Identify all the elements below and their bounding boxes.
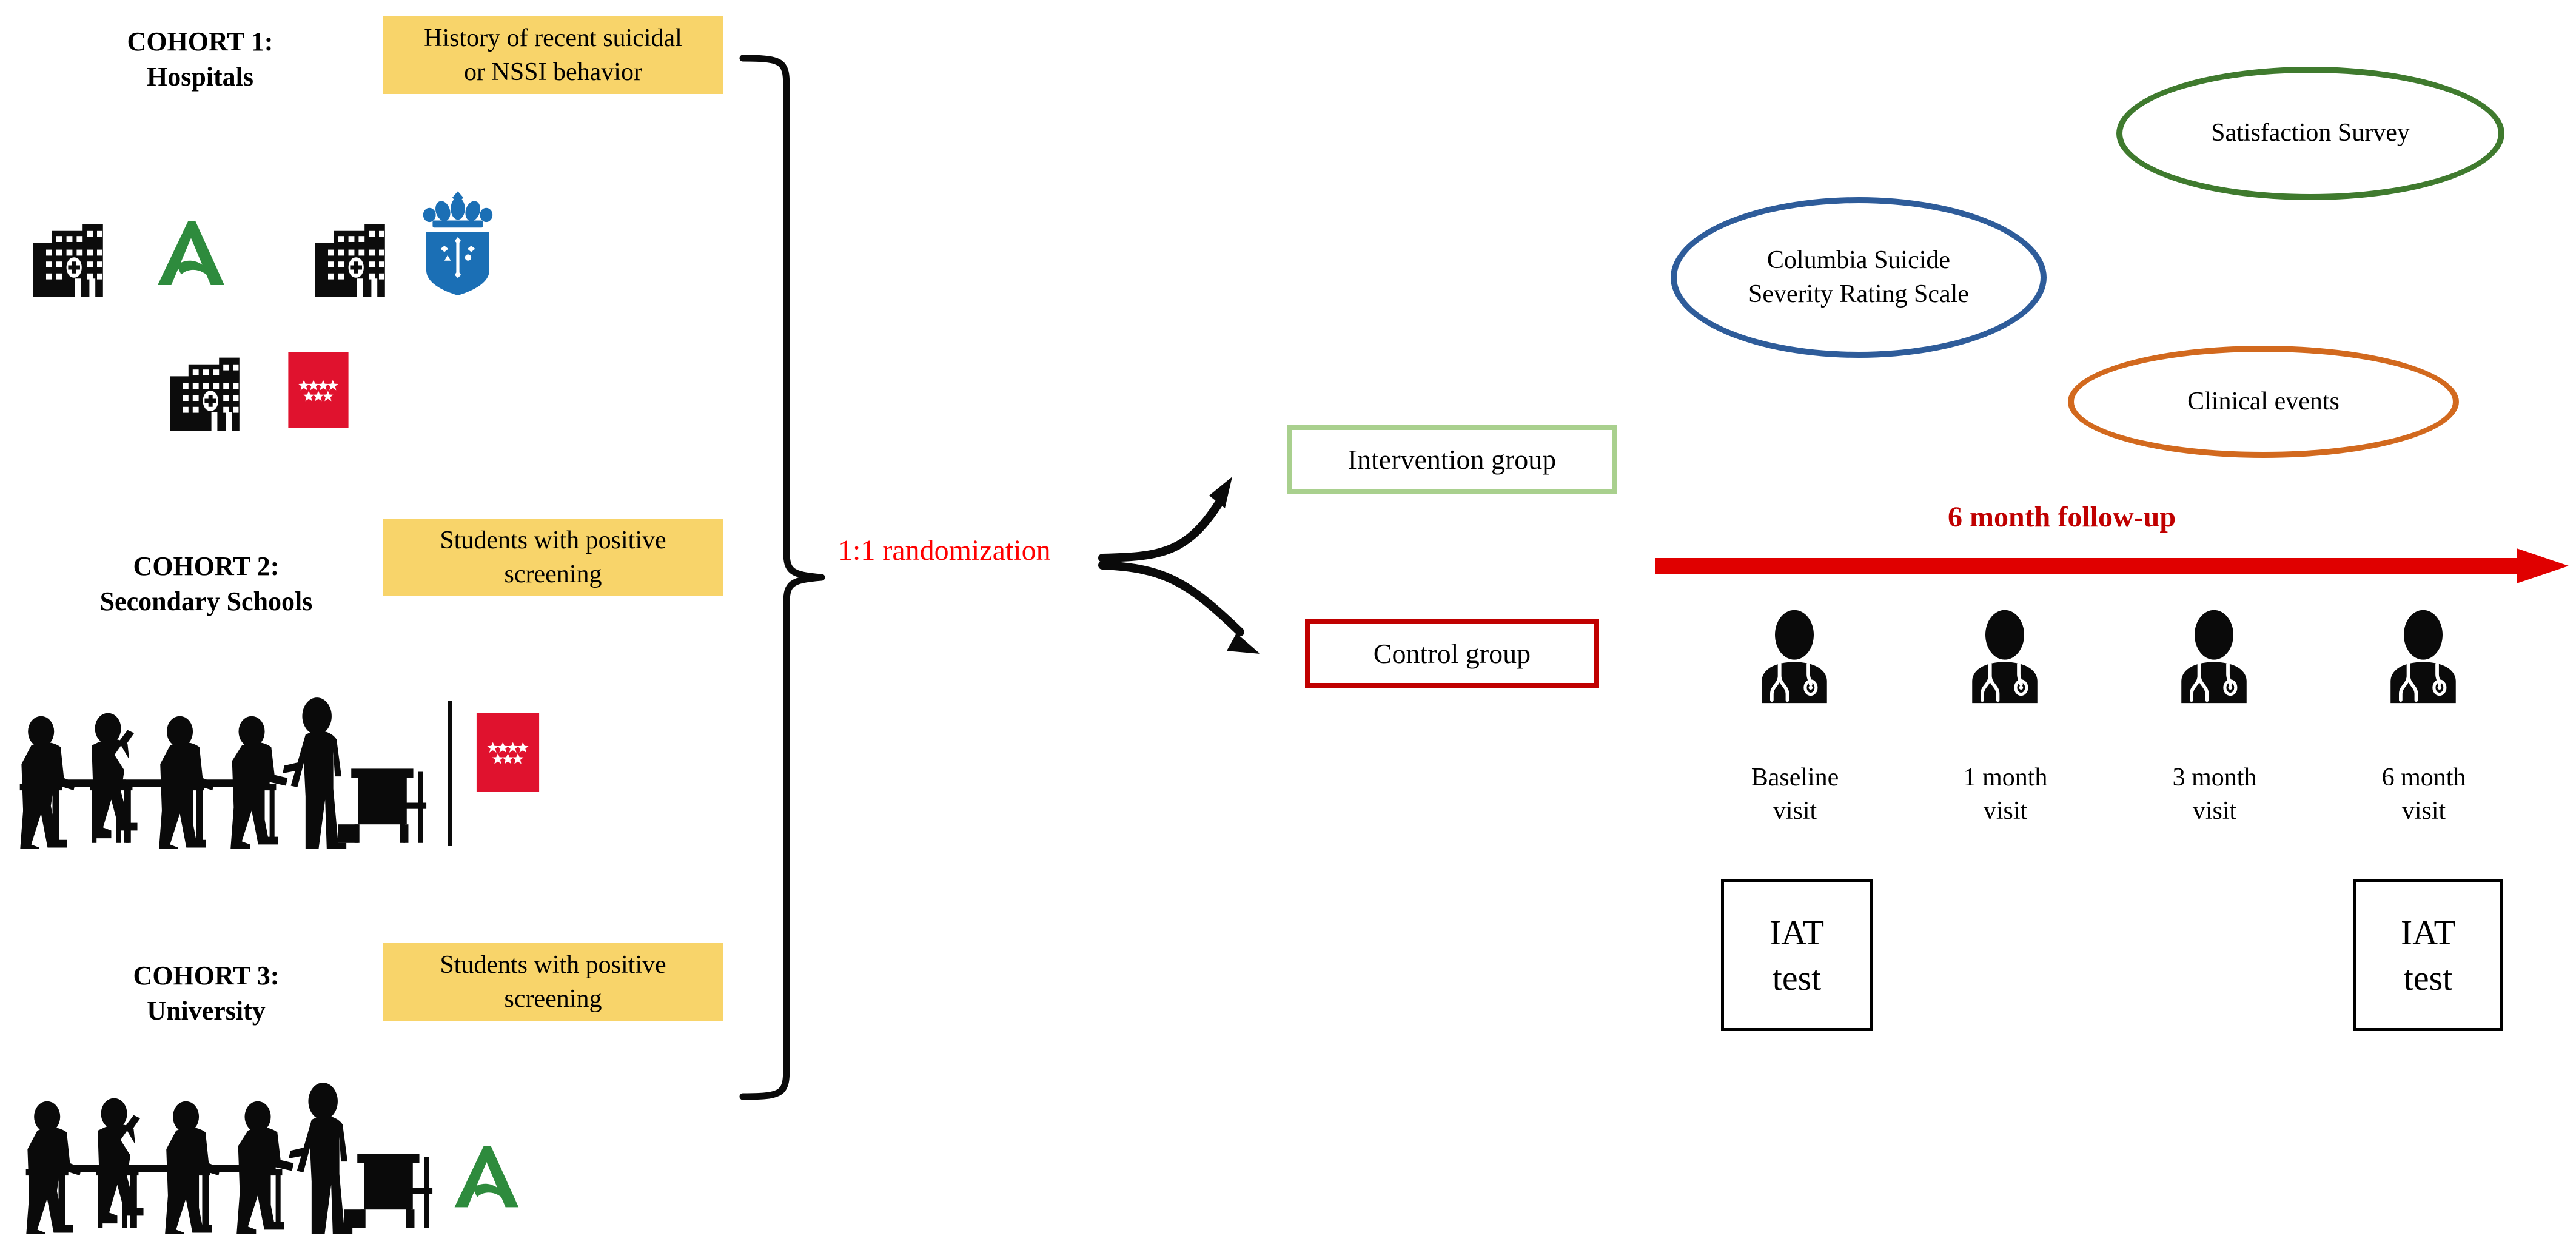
asturias-shield-icon <box>418 185 497 295</box>
cohort-3-title-line2: University <box>147 996 266 1026</box>
iat-test-box-baseline: IAT test <box>1721 879 1873 1031</box>
visit-month6-line2: visit <box>2401 797 2446 825</box>
outcome-ellipse-cssrs: Columbia Suicide Severity Rating Scale <box>1671 197 2047 358</box>
cohort-3-criteria-line1: Students with positive <box>440 950 666 979</box>
iat-baseline-line1: IAT <box>1769 912 1825 952</box>
andalusia-logo-icon <box>152 215 227 291</box>
visit-month3-line2: visit <box>2192 797 2237 825</box>
visit-label-baseline: Baseline visit <box>1704 761 1886 829</box>
followup-label: 6 month follow-up <box>1947 501 2176 533</box>
cohort-2-criteria-line2: screening <box>504 560 602 588</box>
visit-month3-line1: 3 month <box>2172 764 2257 792</box>
iat-month6-line1: IAT <box>2400 912 2456 952</box>
cohorts-grouping-brace <box>739 55 825 1100</box>
visit-label-month-3: 3 month visit <box>2124 761 2306 829</box>
doctor-stethoscope-icon <box>2175 610 2253 704</box>
classroom-students-icon <box>18 694 443 849</box>
cohort-3-title: COHORT 3: University <box>73 958 340 1029</box>
visit-month1-line2: visit <box>1983 797 2028 825</box>
cohort-2-title-line2: Secondary Schools <box>99 587 313 617</box>
visit-month1-line1: 1 month <box>1963 764 2048 792</box>
visit-label-month-6: 6 month visit <box>2333 761 2515 829</box>
iat-baseline-line2: test <box>1772 958 1822 998</box>
madrid-flag-icon <box>288 352 349 428</box>
cohort-2-title: COHORT 2: Secondary Schools <box>36 549 376 619</box>
doctor-stethoscope-icon <box>1966 610 2044 704</box>
andalusia-logo-icon <box>449 1140 522 1213</box>
hospital-building-icon <box>33 212 118 297</box>
classroom-students-icon <box>24 1080 449 1234</box>
hospital-building-icon <box>170 346 255 431</box>
cohort-1-title-line2: Hospitals <box>146 62 254 92</box>
hospital-building-icon <box>315 212 400 297</box>
satisfaction-label: Satisfaction Survey <box>2211 119 2410 147</box>
cohort-2-criteria-box: Students with positive screening <box>383 519 723 596</box>
visit-baseline-line2: visit <box>1773 797 1817 825</box>
outcome-ellipse-clinical-events: Clinical events <box>2068 346 2459 458</box>
doctor-stethoscope-icon <box>2384 610 2462 704</box>
visit-baseline-line1: Baseline <box>1751 764 1839 792</box>
cohort-1-criteria-line2: or NSSI behavior <box>464 58 642 86</box>
outcome-ellipse-satisfaction: Satisfaction Survey <box>2116 67 2504 200</box>
madrid-flag-icon <box>476 713 540 792</box>
intervention-group-box: Intervention group <box>1287 425 1617 494</box>
intervention-group-label: Intervention group <box>1347 444 1557 475</box>
followup-timeline-arrow <box>1655 548 2569 583</box>
cohort-1-criteria-line1: History of recent suicidal <box>424 24 682 52</box>
divider-line <box>448 701 452 846</box>
cssrs-line1: Columbia Suicide <box>1766 246 1951 275</box>
randomization-split-arrows <box>1098 477 1260 654</box>
control-group-box: Control group <box>1305 619 1599 688</box>
cohort-3-title-line1: COHORT 3: <box>133 961 280 990</box>
clinical-events-label: Clinical events <box>2187 387 2340 415</box>
cohort-3-criteria-line2: screening <box>504 985 602 1013</box>
cohort-1-title-line1: COHORT 1: <box>127 27 273 56</box>
cohort-2-title-line1: COHORT 2: <box>133 551 280 581</box>
cssrs-line2: Severity Rating Scale <box>1748 280 1969 308</box>
cohort-1-title: COHORT 1: Hospitals <box>73 24 327 95</box>
iat-month6-line2: test <box>2403 958 2453 998</box>
cohort-2-criteria-line1: Students with positive <box>440 526 666 554</box>
randomization-label: 1:1 randomization <box>838 534 1051 566</box>
iat-test-box-month-6: IAT test <box>2353 879 2503 1031</box>
cohort-3-criteria-box: Students with positive screening <box>383 943 723 1021</box>
visit-label-month-1: 1 month visit <box>1914 761 2096 829</box>
cohort-1-criteria-box: History of recent suicidal or NSSI behav… <box>383 16 723 94</box>
doctor-stethoscope-icon <box>1756 610 1833 704</box>
visit-month6-line1: 6 month <box>2381 764 2466 792</box>
control-group-label: Control group <box>1373 638 1531 669</box>
